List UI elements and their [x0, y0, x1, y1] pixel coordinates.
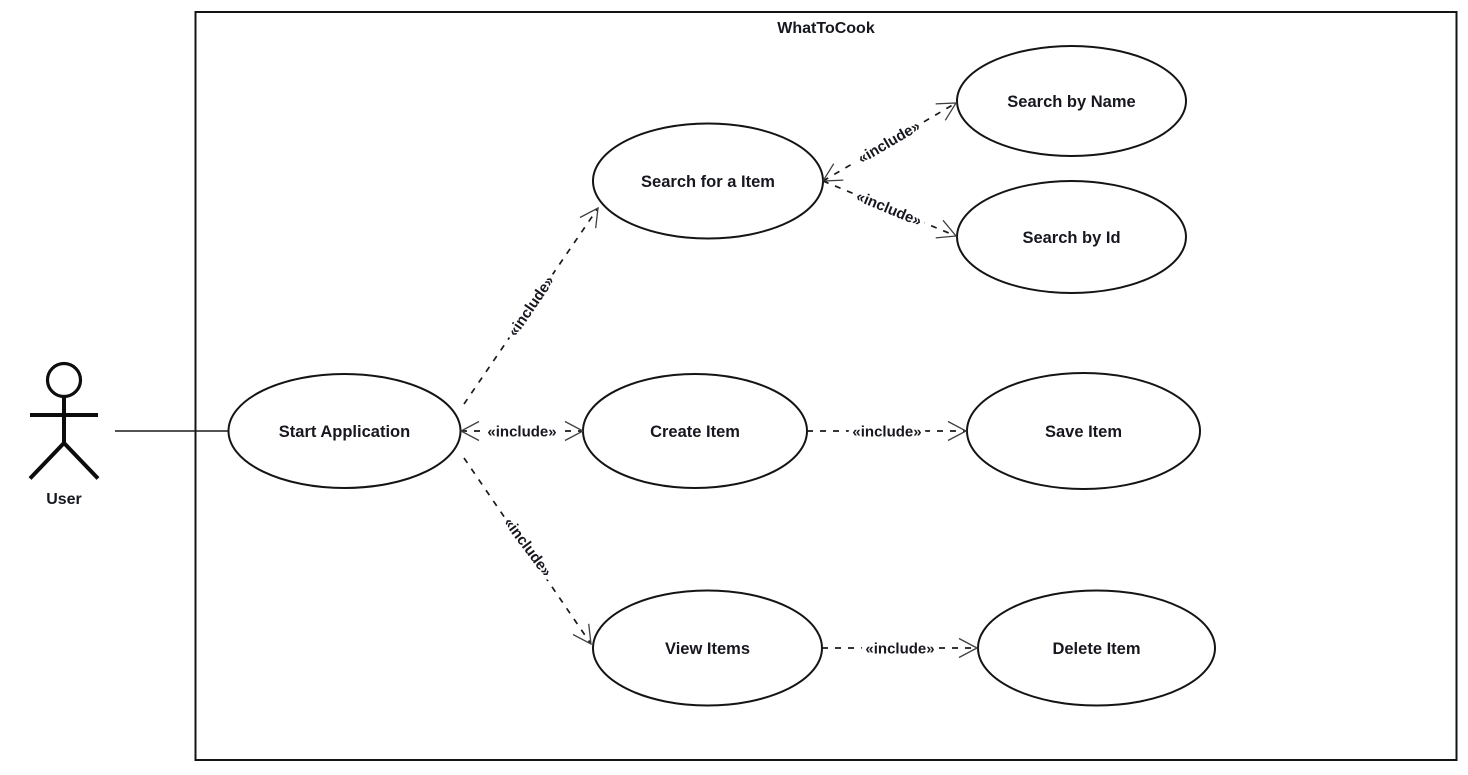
include-label: «include»: [505, 273, 558, 340]
include-label: «include»: [852, 424, 921, 441]
usecase-search-by-name: Search by Name: [956, 45, 1187, 157]
usecase-search-by-id: Search by Id: [956, 180, 1187, 294]
edge-start-to-view-items: [463, 457, 592, 646]
include-label: «include»: [855, 118, 923, 168]
usecase-view-items: View Items: [592, 589, 823, 707]
usecase-label: Start Application: [279, 423, 410, 441]
usecase-label: Create Item: [650, 423, 740, 441]
actor-icon: [28, 361, 100, 480]
usecase-label: Save Item: [1045, 423, 1122, 441]
usecase-label: Search for a Item: [641, 173, 775, 191]
usecase-label: Delete Item: [1052, 640, 1140, 658]
include-label: «include»: [487, 424, 556, 441]
usecase-start-application: Start Application: [227, 373, 462, 489]
usecase-search-for-a-item: Search for a Item: [592, 122, 824, 240]
system-title: WhatToCook: [777, 20, 875, 37]
usecase-label: Search by Name: [1007, 93, 1135, 111]
include-label: «include»: [865, 641, 934, 658]
actor-head: [45, 361, 83, 399]
usecase-delete-item: Delete Item: [977, 589, 1216, 707]
usecase-label: Search by Id: [1022, 229, 1120, 247]
edge-search-to-search-by-id: [822, 180, 958, 239]
usecase-create-item: Create Item: [582, 373, 808, 489]
actor-legs: [28, 441, 100, 480]
actor-label: User: [46, 491, 82, 508]
edge-start-to-search-for-a-item: [463, 206, 599, 405]
actor-user: User: [28, 361, 100, 508]
usecase-ellipse: [956, 45, 1187, 157]
system-boundary: [194, 11, 1458, 761]
usecase-save-item: Save Item: [966, 372, 1201, 490]
usecase-label: View Items: [665, 640, 750, 658]
include-label: «include»: [854, 188, 924, 230]
include-label: «include»: [500, 514, 555, 580]
